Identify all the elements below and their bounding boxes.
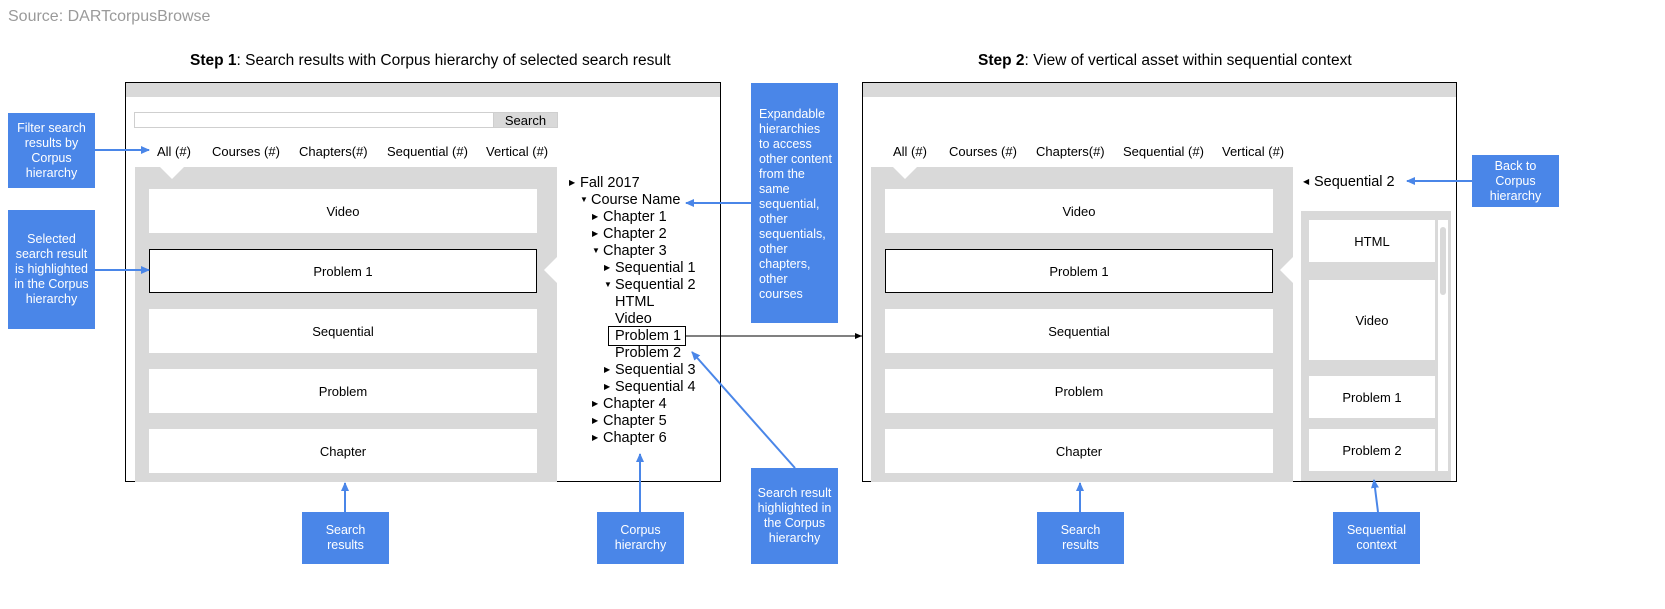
sequential-item-problem-2[interactable]: Problem 2 bbox=[1309, 429, 1435, 471]
tree-item-problem-1[interactable]: Problem 1 bbox=[615, 328, 682, 344]
tree-item-chapter-5[interactable]: ▶Chapter 5 bbox=[592, 413, 667, 429]
collapsed-triangle-icon: ▶ bbox=[592, 229, 599, 238]
step1-panel-titlebar bbox=[126, 83, 720, 97]
callout-selected-highlighted: Selected search result is highlighted in… bbox=[8, 210, 95, 329]
collapsed-triangle-icon: ▶ bbox=[592, 433, 599, 442]
tree-item-chapter-6[interactable]: ▶Chapter 6 bbox=[592, 430, 667, 446]
source-label: Source: DARTcorpusBrowse bbox=[8, 8, 211, 25]
callout-search-result-highlighted: Search result highlighted in the Corpus … bbox=[751, 468, 838, 564]
step2-panel: All (#) Courses (#) Chapters(#) Sequenti… bbox=[862, 82, 1457, 482]
collapsed-triangle-icon: ▶ bbox=[604, 365, 611, 374]
tree-item-fall-2017[interactable]: ▶Fall 2017 bbox=[569, 175, 640, 191]
result-card-problem[interactable]: Problem bbox=[149, 369, 537, 413]
tab-sequential[interactable]: Sequential (#) bbox=[387, 144, 468, 159]
step2-heading-text: : View of vertical asset within sequenti… bbox=[1024, 52, 1352, 69]
collapsed-triangle-icon: ▶ bbox=[592, 399, 599, 408]
callout-back-to-corpus: Back to Corpus hierarchy bbox=[1472, 155, 1559, 207]
tree-item-chapter-3[interactable]: ▼Chapter 3 bbox=[592, 243, 667, 259]
collapsed-triangle-icon: ▶ bbox=[592, 416, 599, 425]
sequential-item-html[interactable]: HTML bbox=[1309, 220, 1435, 262]
tab-courses[interactable]: Courses (#) bbox=[212, 144, 280, 159]
tree-item-video[interactable]: Video bbox=[615, 311, 652, 327]
tree-item-problem-2[interactable]: Problem 2 bbox=[615, 345, 682, 361]
collapsed-triangle-icon: ▶ bbox=[592, 212, 599, 221]
result-card-chapter[interactable]: Chapter bbox=[149, 429, 537, 473]
tab-all[interactable]: All (#) bbox=[157, 144, 191, 159]
result-card-problem-1-selected[interactable]: Problem 1 bbox=[885, 249, 1273, 293]
tab-vertical[interactable]: Vertical (#) bbox=[486, 144, 549, 159]
tree-item-course-name[interactable]: ▼Course Name bbox=[580, 192, 681, 208]
tree-item-sequential-3[interactable]: ▶Sequential 3 bbox=[604, 362, 696, 378]
step1-panel: Search All (#) Courses (#) Chapters(#) S… bbox=[125, 82, 721, 482]
arrow-sequential-context bbox=[1371, 479, 1379, 513]
callout-search-results-1: Search results bbox=[302, 512, 389, 564]
result-card-problem-1-selected[interactable]: Problem 1 bbox=[149, 249, 537, 293]
search-input[interactable] bbox=[134, 112, 494, 128]
tab-chapters[interactable]: Chapters(#) bbox=[299, 144, 368, 159]
step1-heading: Step 1: Search results with Corpus hiera… bbox=[190, 52, 671, 70]
tab-all[interactable]: All (#) bbox=[893, 144, 927, 159]
tab-courses[interactable]: Courses (#) bbox=[949, 144, 1017, 159]
collapsed-triangle-icon: ▶ bbox=[569, 178, 576, 187]
step2-heading-bold: Step 2 bbox=[978, 52, 1025, 69]
callout-filter: Filter search results by Corpus hierarch… bbox=[8, 113, 95, 188]
tree-item-chapter-2[interactable]: ▶Chapter 2 bbox=[592, 226, 667, 242]
tab-vertical[interactable]: Vertical (#) bbox=[1222, 144, 1285, 159]
tree-selected-highlight bbox=[608, 326, 686, 346]
collapsed-triangle-icon: ▶ bbox=[604, 382, 611, 391]
result-card-sequential[interactable]: Sequential bbox=[885, 309, 1273, 353]
expanded-triangle-icon: ▼ bbox=[604, 280, 612, 289]
step1-heading-text: : Search results with Corpus hierarchy o… bbox=[236, 52, 671, 69]
callout-corpus-hierarchy: Corpus hierarchy bbox=[597, 512, 684, 564]
expanded-triangle-icon: ▼ bbox=[592, 246, 600, 255]
back-triangle-icon: ◀ bbox=[1303, 177, 1310, 186]
sequential-scrollbar[interactable] bbox=[1438, 220, 1448, 471]
back-to-hierarchy-link[interactable]: ◀Sequential 2 bbox=[1303, 174, 1395, 190]
result-card-sequential[interactable]: Sequential bbox=[149, 309, 537, 353]
step1-heading-bold: Step 1 bbox=[190, 52, 237, 69]
collapsed-triangle-icon: ▶ bbox=[604, 263, 611, 272]
sequential-item-problem-1[interactable]: Problem 1 bbox=[1309, 376, 1435, 418]
result-card-video[interactable]: Video bbox=[885, 189, 1273, 233]
tree-item-sequential-4[interactable]: ▶Sequential 4 bbox=[604, 379, 696, 395]
expanded-triangle-icon: ▼ bbox=[580, 195, 588, 204]
sequential-scrollbar-thumb[interactable] bbox=[1440, 227, 1446, 295]
step2-heading: Step 2: View of vertical asset within se… bbox=[978, 52, 1352, 70]
tree-item-chapter-4[interactable]: ▶Chapter 4 bbox=[592, 396, 667, 412]
tree-item-chapter-1[interactable]: ▶Chapter 1 bbox=[592, 209, 667, 225]
result-card-video[interactable]: Video bbox=[149, 189, 537, 233]
tree-item-sequential-2[interactable]: ▼Sequential 2 bbox=[604, 277, 696, 293]
callout-sequential-context: Sequential context bbox=[1333, 512, 1420, 564]
callout-expandable-hierarchies: Expandable hierarchies to access other c… bbox=[751, 83, 838, 323]
callout-search-results-2: Search results bbox=[1037, 512, 1124, 564]
tree-item-sequential-1[interactable]: ▶Sequential 1 bbox=[604, 260, 696, 276]
step2-panel-titlebar bbox=[863, 83, 1456, 97]
result-card-chapter[interactable]: Chapter bbox=[885, 429, 1273, 473]
result-card-problem[interactable]: Problem bbox=[885, 369, 1273, 413]
tab-sequential[interactable]: Sequential (#) bbox=[1123, 144, 1204, 159]
tree-item-html[interactable]: HTML bbox=[615, 294, 655, 310]
search-button[interactable]: Search bbox=[493, 112, 558, 128]
sequential-item-video[interactable]: Video bbox=[1309, 280, 1435, 360]
tab-chapters[interactable]: Chapters(#) bbox=[1036, 144, 1105, 159]
